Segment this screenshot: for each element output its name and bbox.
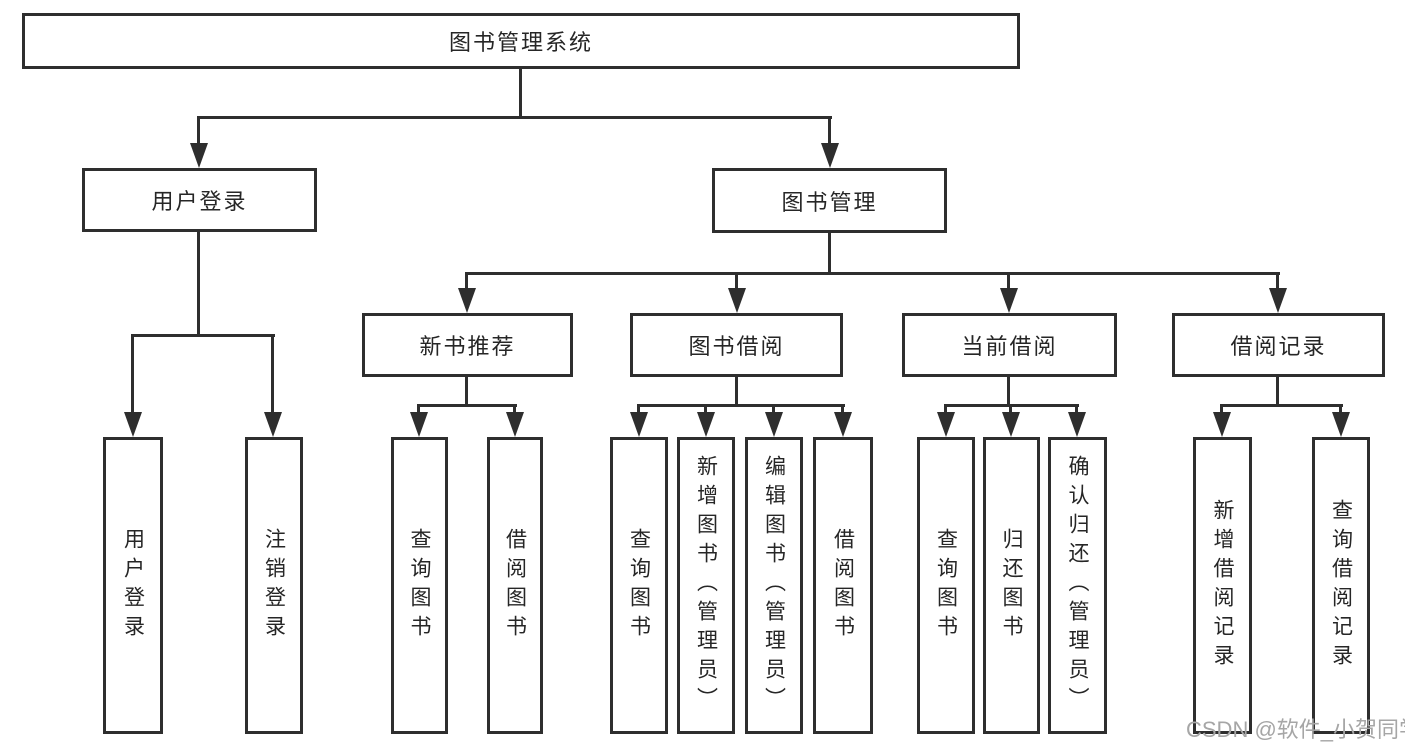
leaf-label: 借阅图书 bbox=[831, 527, 855, 644]
arrow-down-icon bbox=[190, 143, 208, 168]
arrow-down-icon bbox=[124, 412, 142, 437]
connector-to-book-management bbox=[828, 116, 831, 146]
connector-root-crossbar bbox=[197, 116, 832, 119]
leaf-query-books-3: 查询图书 bbox=[917, 437, 975, 734]
node-book-borrowing: 图书借阅 bbox=[630, 313, 843, 377]
arrow-down-icon bbox=[821, 143, 839, 168]
arrow-down-icon bbox=[1002, 412, 1020, 437]
connector-user-login-crossbar bbox=[131, 334, 275, 337]
node-label: 图书借阅 bbox=[688, 334, 785, 359]
connector-to-leaf-user-login bbox=[131, 334, 134, 414]
connector-to-leaf-logout bbox=[271, 334, 274, 414]
arrow-down-icon bbox=[1332, 412, 1350, 437]
arrow-down-icon bbox=[458, 288, 476, 313]
connector-book-borrowing-crossbar bbox=[637, 404, 845, 407]
leaf-query-borrow-record: 查询借阅记录 bbox=[1312, 437, 1370, 734]
leaf-label: 借阅图书 bbox=[503, 527, 527, 644]
arrow-down-icon bbox=[765, 412, 783, 437]
leaf-add-book-admin: 新增图书（管理员） bbox=[677, 437, 735, 734]
connector-user-login-stem bbox=[197, 232, 200, 337]
node-current-borrowing: 当前借阅 bbox=[902, 313, 1117, 377]
connector-leaf-stub bbox=[944, 404, 947, 416]
arrow-down-icon bbox=[937, 412, 955, 437]
node-label: 新书推荐 bbox=[419, 334, 516, 359]
leaf-edit-book-admin: 编辑图书（管理员） bbox=[745, 437, 803, 734]
node-new-book-recommend: 新书推荐 bbox=[362, 313, 573, 377]
arrow-down-icon bbox=[697, 412, 715, 437]
connector-book-mgmt-stem bbox=[828, 233, 831, 275]
arrow-down-icon bbox=[728, 288, 746, 313]
leaf-label: 注销登录 bbox=[262, 527, 286, 644]
node-label: 用户登录 bbox=[151, 189, 248, 214]
leaf-add-borrow-record: 新增借阅记录 bbox=[1193, 437, 1252, 734]
leaf-return-book: 归还图书 bbox=[983, 437, 1040, 734]
connector-to-new-book bbox=[465, 272, 468, 292]
connector-leaf-stub bbox=[1075, 404, 1078, 416]
connector-to-user-login bbox=[197, 116, 200, 146]
connector-book-mgmt-crossbar bbox=[465, 272, 1280, 275]
leaf-query-books-1: 查询图书 bbox=[391, 437, 448, 734]
connector-borrowing-records-crossbar bbox=[1220, 404, 1343, 407]
arrow-down-icon bbox=[410, 412, 428, 437]
leaf-confirm-return-admin: 确认归还（管理员） bbox=[1048, 437, 1107, 734]
connector-leaf-stub bbox=[772, 404, 775, 416]
arrow-down-icon bbox=[264, 412, 282, 437]
arrow-down-icon bbox=[1269, 288, 1287, 313]
connector-leaf-stub bbox=[1220, 404, 1223, 416]
arrow-down-icon bbox=[1000, 288, 1018, 313]
connector-leaf-stub bbox=[704, 404, 707, 416]
connector-to-current-borrowing bbox=[1007, 272, 1010, 292]
node-label: 借阅记录 bbox=[1230, 334, 1327, 359]
connector-to-borrowing-records bbox=[1276, 272, 1279, 292]
connector-leaf-stub bbox=[1339, 404, 1342, 416]
csdn-watermark: CSDN @软件_小贺同学 bbox=[1186, 717, 1405, 742]
leaf-label: 新增借阅记录 bbox=[1211, 498, 1234, 673]
leaf-user-login: 用户登录 bbox=[103, 437, 163, 734]
connector-book-borrowing-stem bbox=[735, 377, 738, 407]
leaf-logout: 注销登录 bbox=[245, 437, 303, 734]
node-label: 图书管理 bbox=[781, 189, 878, 215]
arrow-down-icon bbox=[630, 412, 648, 437]
connector-new-book-stem bbox=[465, 377, 468, 407]
arrow-down-icon bbox=[834, 412, 852, 437]
connector-current-borrowing-stem bbox=[1007, 377, 1010, 407]
arrow-down-icon bbox=[1068, 412, 1086, 437]
node-book-management: 图书管理 bbox=[712, 168, 947, 233]
arrow-down-icon bbox=[1213, 412, 1231, 437]
node-label: 图书管理系统 bbox=[448, 30, 593, 55]
leaf-label: 归还图书 bbox=[1000, 527, 1023, 644]
leaf-label: 查询图书 bbox=[627, 527, 651, 644]
connector-borrowing-records-stem bbox=[1276, 377, 1279, 407]
connector-leaf-stub bbox=[417, 404, 420, 416]
connector-new-book-crossbar bbox=[417, 404, 517, 407]
node-book-mgmt-system: 图书管理系统 bbox=[22, 13, 1020, 69]
leaf-label: 新增图书（管理员） bbox=[694, 455, 718, 716]
node-borrowing-records: 借阅记录 bbox=[1172, 313, 1385, 377]
leaf-query-books-2: 查询图书 bbox=[610, 437, 668, 734]
leaf-borrow-books-2: 借阅图书 bbox=[813, 437, 873, 734]
leaf-label: 编辑图书（管理员） bbox=[762, 455, 786, 716]
leaf-label: 查询借阅记录 bbox=[1329, 498, 1353, 673]
leaf-label: 确认归还（管理员） bbox=[1066, 455, 1089, 716]
connector-leaf-stub bbox=[1009, 404, 1012, 416]
arrow-down-icon bbox=[506, 412, 524, 437]
node-user-login: 用户登录 bbox=[82, 168, 317, 232]
leaf-label: 查询图书 bbox=[408, 527, 431, 644]
connector-leaf-stub bbox=[637, 404, 640, 416]
connector-leaf-stub bbox=[513, 404, 516, 416]
connector-to-book-borrowing bbox=[735, 272, 738, 292]
node-label: 当前借阅 bbox=[961, 334, 1058, 359]
leaf-label: 用户登录 bbox=[121, 527, 145, 644]
leaf-label: 查询图书 bbox=[934, 527, 958, 644]
connector-leaf-stub bbox=[841, 404, 844, 416]
connector-root-stem bbox=[519, 69, 522, 119]
leaf-borrow-books-1: 借阅图书 bbox=[487, 437, 543, 734]
